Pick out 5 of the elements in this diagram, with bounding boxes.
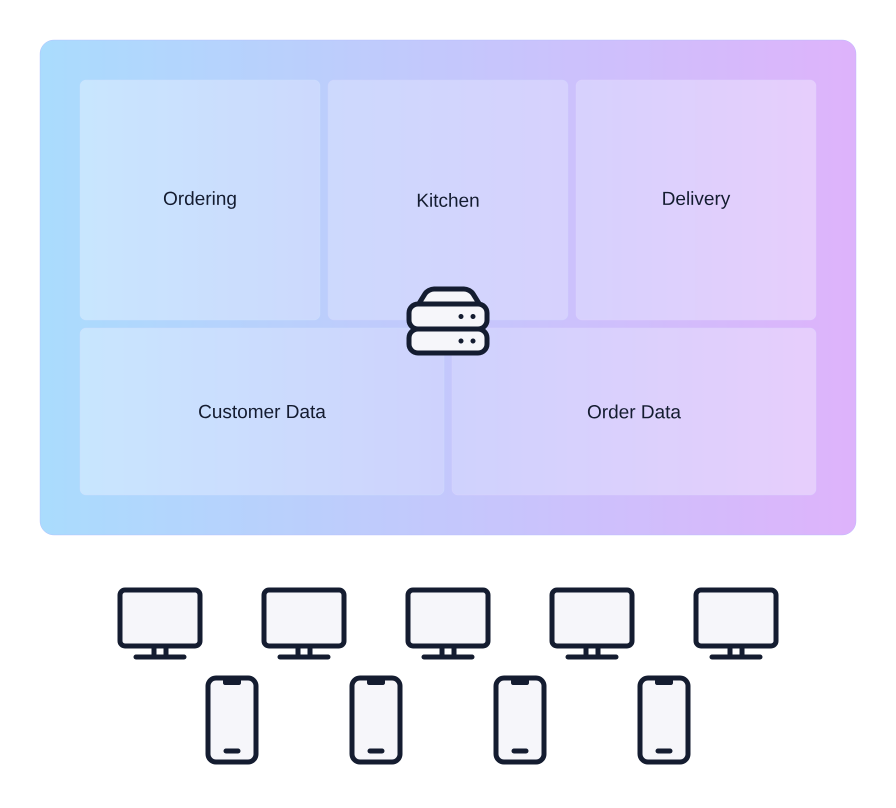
module-box: Kitchen (328, 80, 568, 320)
module-box: Order Data (452, 328, 816, 496)
module-box: Customer Data (80, 328, 444, 496)
module-box: Ordering (80, 80, 320, 320)
module-box: Delivery (576, 80, 816, 320)
